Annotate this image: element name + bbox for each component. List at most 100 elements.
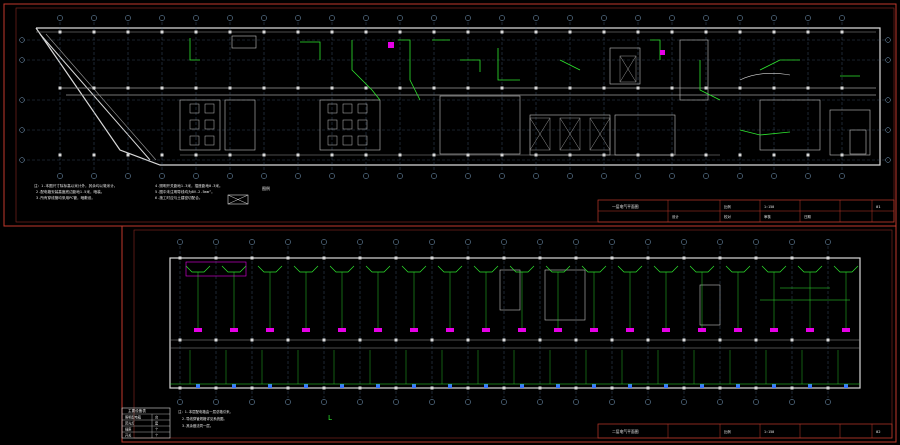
outlet-symbol [376, 384, 380, 388]
column [466, 30, 470, 34]
column [214, 256, 218, 260]
sheet-top-inner-frame [15, 7, 895, 223]
column [178, 386, 182, 390]
note-line: 3.其余做法同一层。 [182, 423, 213, 428]
room-label-tag [626, 328, 634, 332]
column [534, 30, 538, 34]
column [754, 256, 758, 260]
column [806, 86, 810, 90]
column [718, 338, 722, 342]
wiring-run [257, 265, 283, 273]
room-label-tag [230, 328, 238, 332]
grid-bubble [125, 15, 131, 21]
column [538, 256, 542, 260]
grid-bubble [573, 239, 579, 245]
grid-bubble [249, 239, 255, 245]
column [228, 86, 232, 90]
column [398, 153, 402, 157]
column [610, 386, 614, 390]
wiring-run [329, 265, 355, 273]
grid-bubble [885, 127, 891, 133]
note-line: 注：1.本图尺寸除标高以米计外，其余均以毫米计。 [34, 183, 117, 188]
column [358, 338, 362, 342]
table-cell: 套 [155, 421, 159, 426]
room-label-tag [338, 328, 346, 332]
grid-bubble [363, 173, 369, 179]
grid-bubble [465, 399, 471, 405]
grid-bubble [499, 173, 505, 179]
column [296, 86, 300, 90]
table-symbol [204, 135, 215, 146]
column [364, 30, 368, 34]
outlet-symbol [484, 384, 488, 388]
grid-bubble [431, 173, 437, 179]
column [214, 338, 218, 342]
wiring-run [689, 265, 715, 273]
room-label-tag [482, 328, 490, 332]
outlet-symbol [268, 384, 272, 388]
column [646, 338, 650, 342]
column [394, 338, 398, 342]
column [194, 86, 198, 90]
title-block-bottom: 二层电气平面图 比例 1:150 02 [597, 423, 893, 439]
room [319, 99, 381, 151]
column [636, 86, 640, 90]
grid-bubble [159, 15, 165, 21]
grid-bubble [533, 173, 539, 179]
column [330, 153, 334, 157]
grid-bubble [213, 239, 219, 245]
stair-block [849, 129, 867, 155]
grid-bubble [295, 15, 301, 21]
grid-bubble [885, 57, 891, 63]
stair-block [699, 284, 721, 326]
grid-bubble [329, 15, 335, 21]
table-symbol [204, 103, 215, 114]
column [322, 256, 326, 260]
grid-bubble [703, 15, 709, 21]
grid-bubble [501, 399, 507, 405]
column [500, 153, 504, 157]
column [296, 30, 300, 34]
column [262, 86, 266, 90]
room-blocks-top [179, 35, 871, 156]
column [160, 86, 164, 90]
grid-bubble [19, 127, 25, 133]
magenta-marker [388, 42, 394, 48]
grid-bubble [789, 399, 795, 405]
date-label: 日期 [804, 214, 811, 219]
outlet-symbol [664, 384, 668, 388]
scale-label: 比例 [724, 204, 731, 209]
grid-bubble [393, 399, 399, 405]
column [432, 86, 436, 90]
drawing-title: 一层电气平面图 [612, 204, 639, 209]
grid-bubble [537, 399, 543, 405]
grid-bubble [227, 173, 233, 179]
wiring-run [761, 265, 787, 273]
wiring-run [293, 265, 319, 273]
grid-bubble [213, 399, 219, 405]
grid-bubble [321, 239, 327, 245]
table-symbol [189, 103, 200, 114]
room-label-tag [374, 328, 382, 332]
grid-bubble [397, 15, 403, 21]
wiring-run [185, 265, 211, 273]
outlet-symbol [556, 384, 560, 388]
drawing-title: 二层电气平面图 [612, 429, 639, 434]
table-cell: 个 [155, 428, 159, 432]
grid-bubble [533, 15, 539, 21]
column [840, 86, 844, 90]
column [330, 86, 334, 90]
grid-bubble [573, 399, 579, 405]
grid-bubble [19, 97, 25, 103]
wiring-run [617, 265, 643, 273]
column [228, 30, 232, 34]
column [502, 386, 506, 390]
column [646, 386, 650, 390]
column [330, 30, 334, 34]
wiring-run [221, 265, 247, 273]
grid-bubble [885, 37, 891, 43]
table-cell: 开关 [125, 433, 132, 438]
table-symbol [189, 135, 200, 146]
diagonal-wall [39, 33, 151, 161]
table-symbol [327, 135, 338, 146]
